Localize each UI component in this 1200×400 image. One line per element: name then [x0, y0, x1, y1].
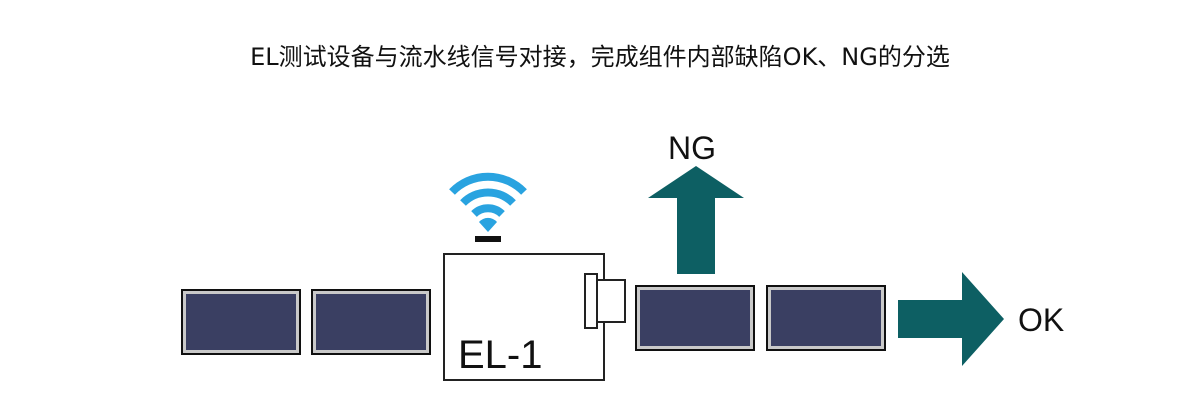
- solar-panel-4: [766, 285, 886, 351]
- machine-connector: [596, 279, 626, 323]
- wifi-icon: [449, 172, 527, 232]
- solar-panel-1: [181, 289, 301, 355]
- diagram-caption: EL测试设备与流水线信号对接，完成组件内部缺陷OK、NG的分选: [250, 43, 950, 71]
- machine-port: [584, 273, 598, 329]
- ng-label: NG: [668, 130, 716, 166]
- ok-label: OK: [1018, 302, 1064, 338]
- solar-panel-3: [635, 285, 755, 351]
- solar-panel-2: [311, 289, 431, 355]
- signal-base-bar: [475, 236, 501, 242]
- arrow-up-icon: [648, 166, 744, 274]
- arrow-right-icon: [898, 272, 1004, 366]
- machine-label: EL-1: [458, 333, 543, 377]
- el-tester-machine: EL-1: [443, 253, 626, 381]
